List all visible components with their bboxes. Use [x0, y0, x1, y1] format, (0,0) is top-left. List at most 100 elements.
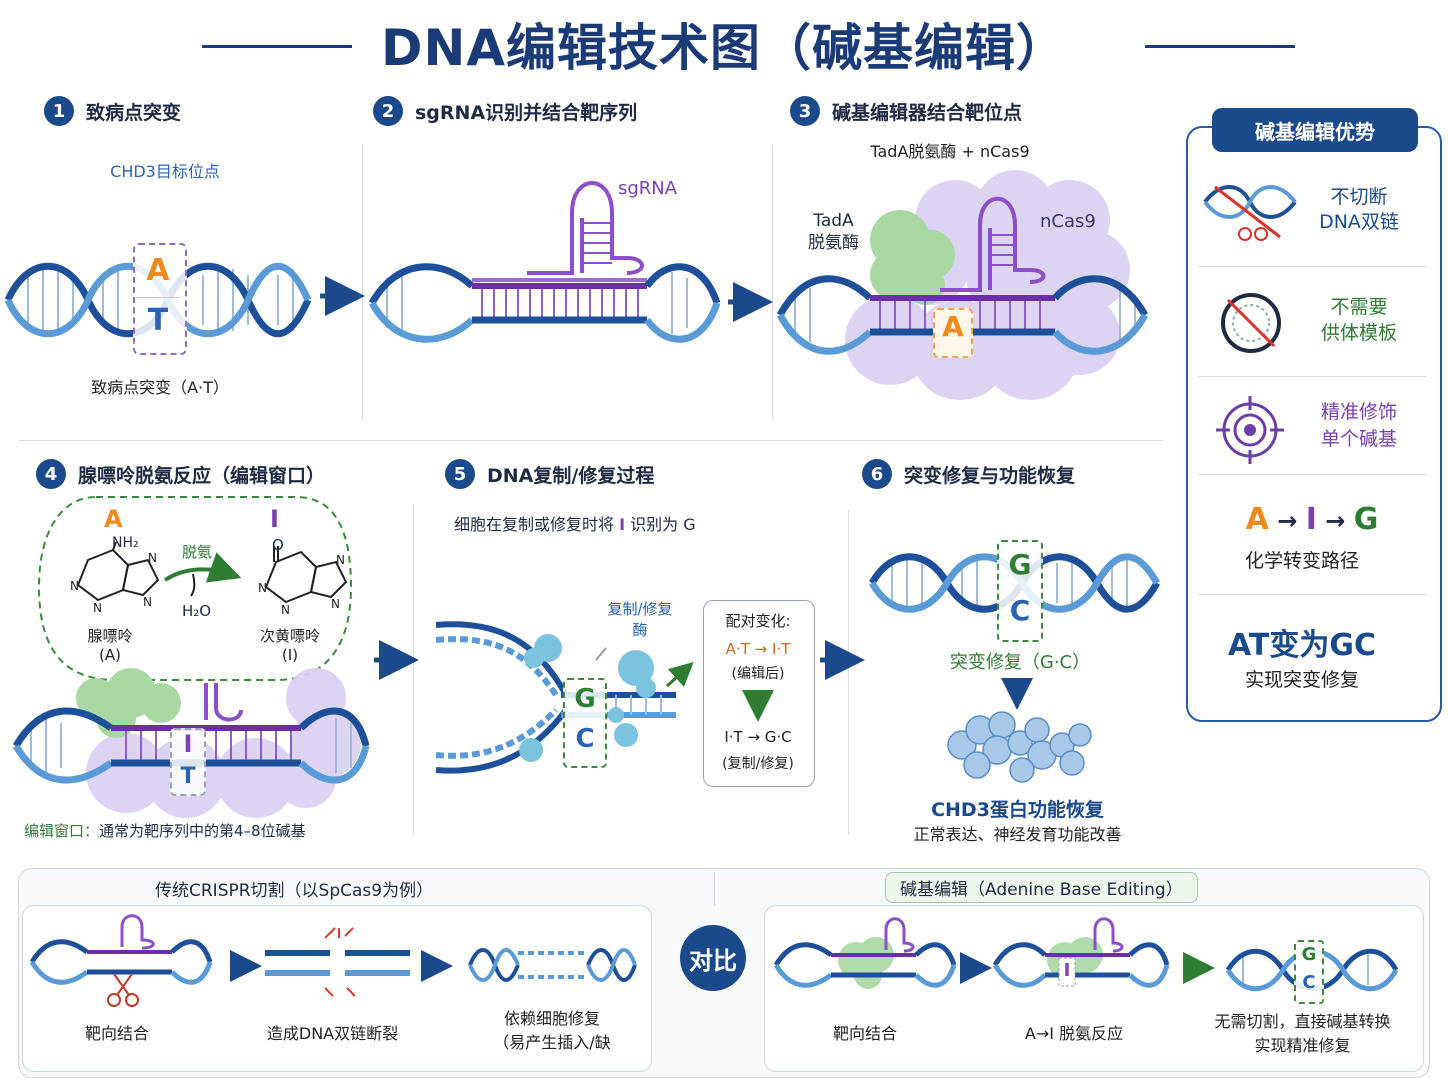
arrow-right-icon — [960, 952, 992, 984]
base-editor-complex — [776, 170, 1149, 400]
crispr-targeting-icon — [29, 914, 213, 1007]
target-base-box — [933, 308, 973, 358]
svg-text:N: N — [148, 551, 157, 565]
advantage-text: 不切断 DNA双链 — [1319, 186, 1399, 233]
arrow-right-icon — [820, 640, 865, 680]
step-4-header: 4 腺嘌呤脱氨反应（编辑窗口） — [36, 459, 325, 489]
base-letter: G — [1008, 548, 1032, 581]
be-step-label: A→I 脱氨反应 — [1024, 1024, 1124, 1043]
base-letter: T — [147, 303, 169, 338]
step-number: 6 — [862, 459, 892, 489]
desc-suffix: 识别为 G — [630, 515, 696, 534]
at-gc-label: AT变为GC — [1228, 628, 1376, 663]
svg-text:N: N — [143, 595, 152, 609]
divider — [714, 872, 715, 906]
path-a: A — [1245, 502, 1269, 537]
dna-break-icon — [265, 927, 410, 997]
divider — [1198, 474, 1426, 475]
arrow-right-icon — [1183, 952, 1215, 984]
sgrna-label: sgRNA — [618, 178, 678, 199]
base-letter: G — [1301, 944, 1317, 965]
step-1-header: 1 致病点突变 — [44, 96, 181, 126]
pair-line-2: I·T → G·C — [724, 728, 792, 746]
arrow-right-icon — [728, 282, 773, 322]
ncas9-label: nCas9 — [1040, 211, 1096, 232]
divider — [362, 145, 363, 420]
crispr-step-label: 依赖细胞修复 （易产生插入/缺 — [493, 1009, 611, 1052]
water-label: H₂O — [182, 602, 212, 620]
step-title: DNA复制/修复过程 — [487, 464, 655, 487]
title-line-left — [202, 45, 352, 48]
repair-enzyme-label: 复制/修复 酶 — [607, 600, 673, 639]
step-number: 4 — [36, 459, 66, 489]
protein-structure-icon — [947, 711, 1092, 783]
hypoxanthine-abbr: (I) — [281, 646, 299, 664]
adenine-name: 腺嘌呤 — [87, 627, 133, 645]
arrow-right-icon — [374, 640, 419, 680]
protein-sub: 正常表达、神经发育功能改善 — [913, 825, 1122, 844]
be-step-label: 靶向结合 — [832, 1024, 897, 1043]
pair-line-1: A·T → I·T — [725, 640, 791, 658]
base-letter: A — [146, 253, 170, 288]
desc-i: I — [619, 515, 626, 534]
divider — [772, 145, 773, 420]
inosine-letter: I — [270, 505, 279, 533]
sgrna-dna-diagram — [368, 181, 721, 343]
target-base-box — [563, 678, 607, 768]
advantages-title: 碱基编辑优势 — [1212, 108, 1418, 152]
step-title: 致病点突变 — [86, 101, 182, 124]
arrow-icon: → — [1268, 507, 1306, 535]
no-cut-dna-icon — [1203, 185, 1297, 241]
target-site-label: CHD3目标位点 — [110, 162, 220, 181]
step-number: 1 — [44, 96, 74, 126]
editor-header-label: TadA脱氨酶 + nCas9 — [870, 142, 1030, 161]
divider — [413, 505, 414, 835]
desc-prefix: 细胞在复制或修复时将 — [454, 515, 615, 534]
at-gc-caption: 实现突变修复 — [1244, 669, 1359, 691]
step-6-header: 6 突变修复与功能恢复 — [862, 459, 1075, 489]
crispr-step-label: 靶向结合 — [84, 1024, 149, 1043]
step-number: 3 — [790, 96, 820, 126]
arrow-right-icon — [230, 950, 262, 982]
chemical-path: A → I → G — [1198, 502, 1426, 537]
deamination-label: 脱氨 — [182, 543, 213, 561]
svg-text:N: N — [331, 597, 340, 611]
base-letter: C — [1009, 594, 1031, 627]
be-mid-base: I — [1063, 960, 1071, 981]
editing-window-text: 通常为靶序列中的第4–8位碱基 — [99, 822, 306, 840]
pair-line-1-note: (编辑后) — [731, 666, 785, 682]
base-letter: A — [942, 310, 964, 343]
step-title: sgRNA识别并结合靶序列 — [415, 101, 638, 124]
advantage-text: 精准修饰 单个碱基 — [1320, 401, 1397, 450]
svg-text:N: N — [258, 581, 267, 595]
arrow-right-icon — [320, 276, 365, 316]
arrow-icon: → — [1316, 507, 1354, 535]
svg-text:N: N — [93, 601, 102, 615]
divider — [848, 510, 849, 835]
step-2-header: 2 sgRNA识别并结合靶序列 — [373, 96, 637, 126]
step5-description: 细胞在复制或修复时将 I 识别为 G — [454, 511, 696, 535]
step-3-header: 3 碱基编辑器结合靶位点 — [790, 96, 1022, 126]
divider — [18, 440, 1163, 441]
divider — [136, 297, 180, 298]
editing-window-label: 编辑窗口： — [24, 822, 100, 840]
target-base-box — [133, 243, 187, 355]
repair-label: 突变修复（G·C） — [949, 652, 1091, 673]
pair-line-2-note: (复制/修复) — [722, 756, 794, 772]
step-title: 碱基编辑器结合靶位点 — [832, 101, 1023, 124]
tada-label: TadA 脱氨酶 — [808, 211, 859, 253]
crispr-step-label: 造成DNA双链断裂 — [266, 1024, 399, 1043]
svg-text:N: N — [70, 579, 79, 593]
path-i: I — [1305, 502, 1317, 537]
base-letter: C — [575, 724, 595, 754]
target-base-box — [1294, 940, 1324, 1004]
divider — [1198, 594, 1426, 595]
protein-label: CHD3蛋白功能恢复 — [931, 799, 1104, 821]
hypoxanthine-name: 次黄嘌呤 — [259, 627, 320, 645]
hypoxanthine-structure-icon: N N N N — [258, 546, 348, 617]
arrow-down-icon — [1001, 678, 1033, 710]
base-editing-title: 碱基编辑（Adenine Base Editing） — [885, 872, 1198, 903]
arrow-down-icon — [742, 690, 774, 722]
base-letter: G — [574, 684, 596, 714]
mutation-caption: 致病点突变（A·T） — [91, 378, 229, 397]
